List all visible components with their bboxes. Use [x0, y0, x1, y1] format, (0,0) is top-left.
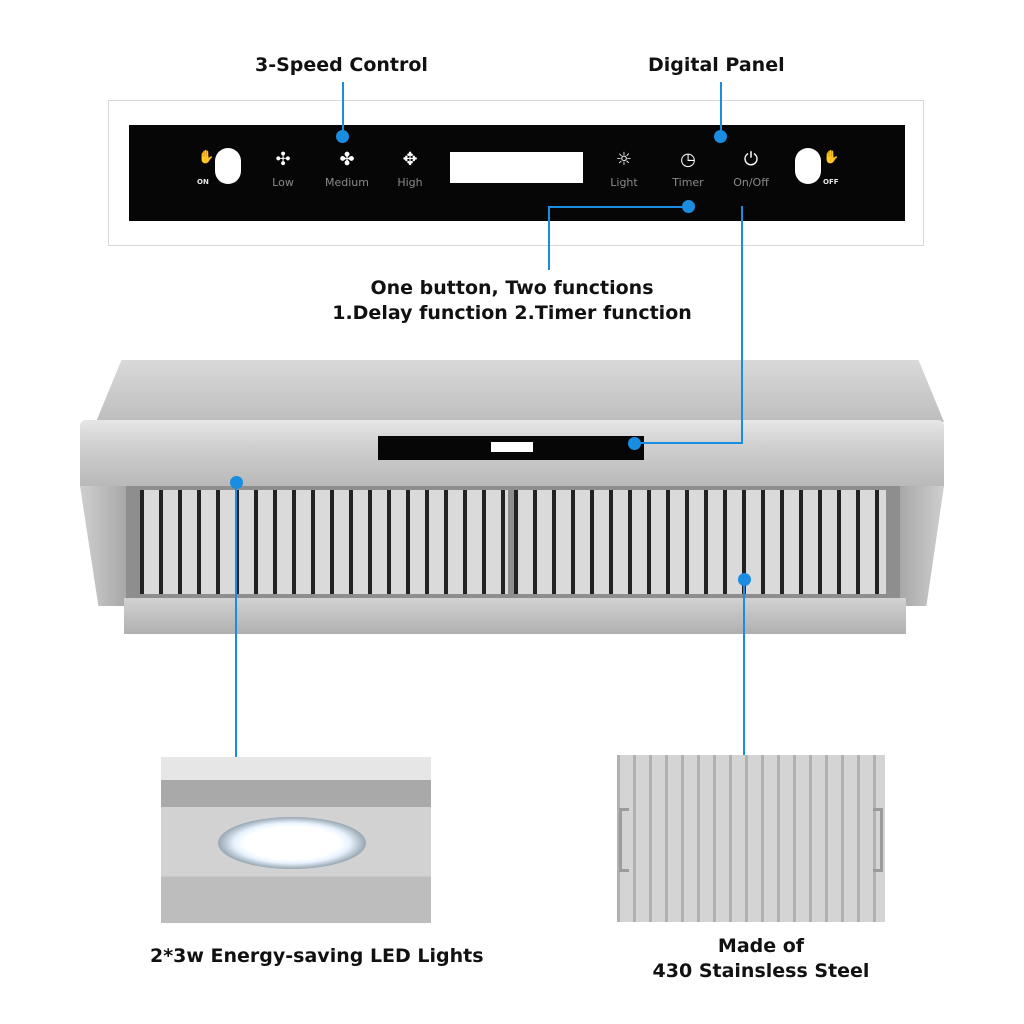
high-button[interactable]: ✥ High [395, 149, 425, 190]
baffle-filter-closeup [617, 755, 885, 922]
hood-display-screen [491, 442, 533, 452]
on-off-label: On/Off [733, 176, 769, 189]
speed-control-callout: 3-Speed Control [255, 54, 428, 76]
high-label: High [397, 176, 423, 189]
hand-wave-icon: ✋ [823, 150, 840, 165]
baffle-filter-right [514, 490, 886, 594]
fan-high-icon: ✥ [402, 149, 418, 170]
power-icon: ⏻ [743, 149, 759, 170]
steel-caption-line1: Made of [717, 935, 805, 957]
speed-callout-dot [336, 130, 349, 143]
off-sensor-pill[interactable] [795, 148, 821, 184]
light-icon: ☼ [615, 149, 633, 170]
function-callout-line-h [548, 206, 688, 208]
timer-icon: ◷ [680, 149, 696, 170]
panel-to-hood-line-v [741, 206, 743, 444]
led-callout-line [235, 482, 237, 762]
on-label: ON [197, 178, 209, 186]
led-lights-caption: 2*3w Energy-saving LED Lights [150, 945, 484, 967]
speed-callout-line [342, 82, 344, 134]
fan-medium-icon: ✤ [339, 149, 355, 170]
on-sensor-pill[interactable] [215, 148, 241, 184]
off-label: OFF [823, 178, 839, 186]
hand-wave-icon: ✋ [198, 150, 215, 165]
timer-label: Timer [672, 176, 704, 189]
one-button-callout-line1: One button, Two functions [370, 277, 654, 299]
timer-button[interactable]: ◷ Timer [670, 149, 706, 190]
one-button-callout-line2: 1.Delay function 2.Timer function [332, 302, 692, 324]
range-hood-front-rail [124, 598, 906, 634]
display-screen [450, 152, 583, 183]
light-label: Light [610, 176, 638, 189]
steel-caption-line2: 430 Stainsless Steel [652, 960, 870, 982]
panel-to-hood-dot [628, 437, 641, 450]
filter-handle-left [619, 808, 629, 872]
range-hood-side-left [80, 486, 126, 606]
filter-handle-right [873, 808, 883, 872]
function-callout-line-v [548, 206, 550, 270]
panel-callout-line [720, 82, 722, 134]
led-light-icon [218, 817, 366, 869]
panel-callout-dot [714, 130, 727, 143]
medium-label: Medium [325, 176, 369, 189]
fan-low-icon: ✣ [275, 149, 291, 170]
on-off-button[interactable]: ⏻ On/Off [731, 149, 771, 190]
digital-panel-callout: Digital Panel [648, 54, 785, 76]
function-callout-dot [682, 200, 695, 213]
range-hood-top [96, 360, 944, 422]
range-hood-side-right [900, 486, 944, 606]
medium-button[interactable]: ✤ Medium [325, 149, 369, 190]
panel-to-hood-line-h [638, 442, 743, 444]
steel-callout-line [743, 579, 745, 757]
low-button[interactable]: ✣ Low [270, 149, 296, 190]
low-label: Low [272, 176, 294, 189]
light-button[interactable]: ☼ Light [608, 149, 640, 190]
baffle-filter-left [140, 490, 508, 594]
